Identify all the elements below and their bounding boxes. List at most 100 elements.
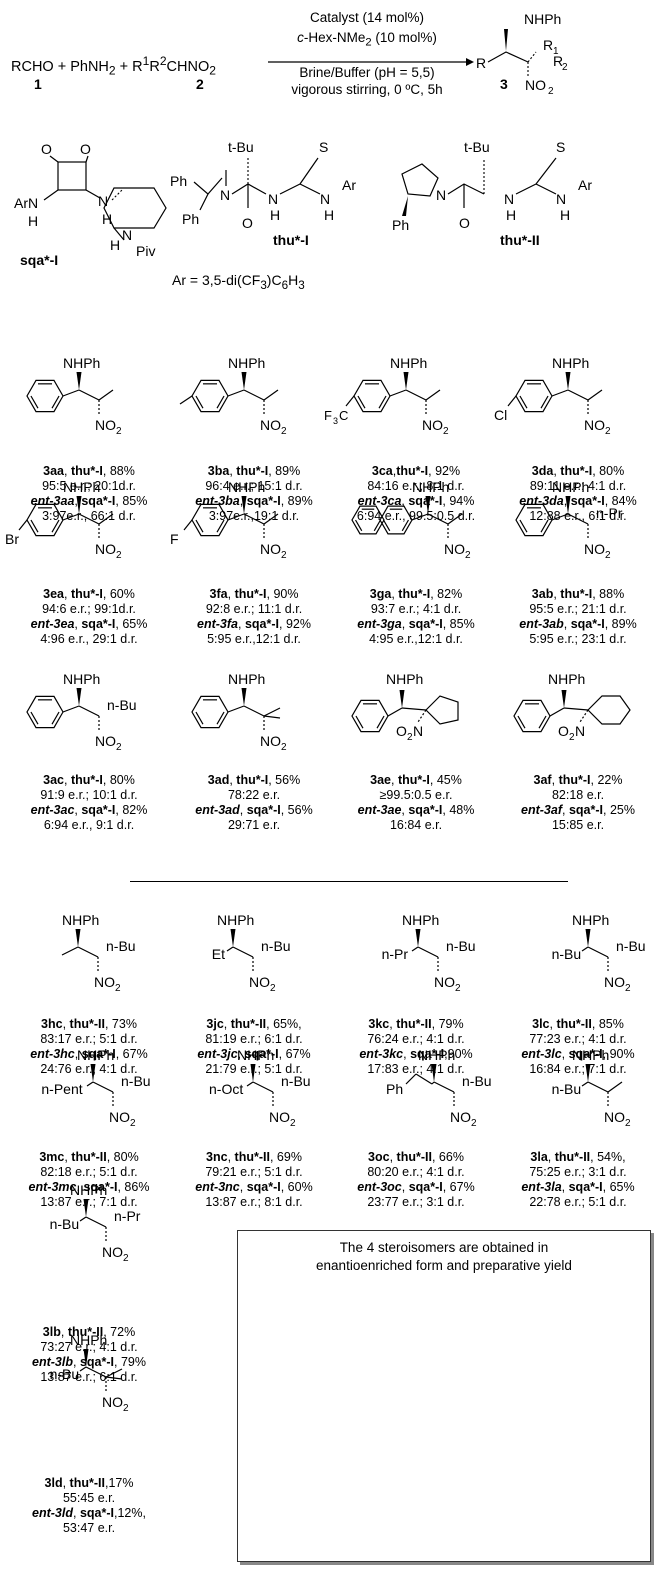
caption-yield-line-part: 3af (533, 773, 552, 787)
no2-label: NO (450, 1109, 471, 1125)
product-r1: R (543, 37, 553, 53)
caption-ent-yield-line-part: sqa*-I (568, 1180, 603, 1194)
reactant-r2: R (149, 58, 160, 75)
caption-yield-line-part: 3jc (206, 1017, 224, 1031)
caption-ent-yield-line: ent-3la, sqa*-I, 65% (494, 1180, 662, 1195)
caption-yield-line-part: thu*-II (396, 1150, 432, 1164)
caption-yield-line-part: , (60, 1325, 68, 1339)
caption-ent-yield-line-part: , 92% (279, 617, 311, 631)
wedge-bond (585, 929, 591, 947)
atom-piv: Piv (136, 243, 155, 259)
nhph-label: NHPh (412, 479, 449, 495)
bond (405, 389, 427, 401)
product-r2: R (553, 53, 563, 69)
nhph-label: NHPh (228, 355, 265, 371)
f3c-label: F (324, 408, 332, 423)
caption-ent-selectivity-line: 24:76 e.r.; 4:1 d.r. (40, 1062, 138, 1076)
caption-ent-yield-line: ent-3fa, sqa*-I, 92% (170, 617, 338, 632)
caption-yield-line-part: 3ab (531, 587, 554, 601)
caption-yield-line-part: , 56% (268, 773, 301, 787)
caption-yield-line-part: , (227, 1150, 235, 1164)
caption-ent-yield-line-part: , 85% (115, 494, 148, 508)
caption-ent-yield-line: ent-3da, sqa*-I, 84% (494, 494, 662, 509)
caption-yield-line-part: 3ba (207, 464, 230, 478)
bond (179, 395, 193, 405)
caption-yield-line-part: thu*-I (70, 773, 103, 787)
caption-ent-yield-line-part: sqa*-I (408, 494, 443, 508)
caption-ent-yield-line-part: ent-3ga (357, 617, 402, 631)
no2-label: NO (260, 417, 281, 433)
alkyl-label: n-Bu (121, 1073, 151, 1089)
atom-h: H (560, 207, 570, 223)
caption-ent-yield-line-part: , 65% (115, 617, 148, 631)
atom-n: N (268, 191, 278, 207)
bond (183, 519, 193, 531)
bond (587, 946, 609, 958)
thu2-catalyst-structure: N Ph t-Bu S O N H N H Ar (392, 139, 592, 233)
caption-ent-yield-line-part: ent-3af (521, 803, 562, 817)
caption-ent-selectivity-line: 12:88 e.r., 6:1 d.r. (529, 509, 627, 523)
bond (195, 711, 204, 725)
label-1: 1 (34, 76, 42, 92)
bond (357, 395, 366, 409)
caption-ent-yield-line-part: , (237, 1047, 245, 1061)
wedge-bond (230, 929, 236, 947)
entry-caption-3nc: 3nc, thu*-II, 69%79:21 e.r.; 5:1 d.r.ent… (170, 1150, 338, 1210)
alkyl-label: n-Pr (114, 1208, 141, 1224)
nhph-label: NHPh (63, 479, 100, 495)
bond (243, 513, 265, 525)
base-text: c-Hex-NMe2 (10 mol%) (262, 30, 472, 49)
bond (345, 395, 355, 407)
no2-sub: 2 (123, 1253, 129, 1264)
benzene-ring (26, 379, 64, 413)
caption-yield-line-part: , (392, 464, 397, 478)
caption-yield-line: 3jc, thu*-II, 65%, (170, 1017, 338, 1032)
reactant-plus: + R (115, 58, 143, 75)
caption-ent-yield-line-part: , 85% (442, 617, 475, 631)
thu1-label: thu*-I (273, 232, 309, 248)
bond (551, 513, 569, 521)
caption-ent-yield-line-part: , (239, 494, 247, 508)
benzene-ring (351, 505, 385, 535)
alkyl-label: n-Bu (50, 1216, 80, 1232)
caption-yield-line-part: 3mc (39, 1150, 65, 1164)
nhph-label: NHPh (552, 479, 589, 495)
bond (581, 1081, 589, 1087)
caption-ent-yield-line-part: ent-3da (519, 494, 564, 508)
caption-yield-line: 3fa, thu*-I, 90% (170, 587, 338, 602)
no2-label: NO (444, 541, 465, 557)
bond (581, 946, 589, 952)
o2n-sub: 2 (407, 732, 413, 743)
bond (263, 715, 281, 719)
bond (607, 1081, 623, 1093)
caption-ent-yield-line-part: sqa*-I (568, 1047, 603, 1061)
nhph-label: NHPh (70, 1182, 107, 1198)
bond (355, 715, 364, 729)
alkyl-label: n-Pent (41, 1081, 82, 1097)
reactant-nitro: CHNO (166, 58, 210, 75)
base-tail: (10 mol%) (371, 30, 437, 45)
bond (376, 715, 385, 729)
caption-yield-line-part: thu*-I (70, 464, 103, 478)
o2n-n: N (413, 723, 423, 739)
caption-yield-line-part: , (553, 464, 561, 478)
no2-label: NO (269, 1109, 290, 1125)
nhph-label: NHPh (77, 1047, 114, 1063)
caption-ent-selectivity-line: 53:47 e.r. (62, 1521, 116, 1535)
atom-ph: Ph (170, 173, 187, 189)
no2-sub: 2 (130, 1118, 136, 1129)
atom-ar: Ar (342, 177, 356, 193)
no2-sub: 2 (270, 983, 276, 994)
wedge-bond (83, 1199, 89, 1217)
bond (540, 395, 549, 409)
caption-selectivity-line: 77:23 e.r.; 4:1 d.r. (529, 1032, 627, 1046)
no2-sub: 2 (281, 550, 287, 561)
bond (30, 519, 39, 533)
no2-sub: 2 (290, 1118, 296, 1129)
sup: 1 (142, 54, 150, 68)
atom-ar: Ar (578, 177, 592, 193)
caption-yield-line-part: 3la (530, 1150, 548, 1164)
caption-ent-selectivity-line: 4:95 e.r.,12:1 d.r. (369, 632, 463, 646)
label-2: 2 (196, 76, 204, 92)
caption-ent-yield-line-part: sqa*-I (244, 617, 279, 631)
